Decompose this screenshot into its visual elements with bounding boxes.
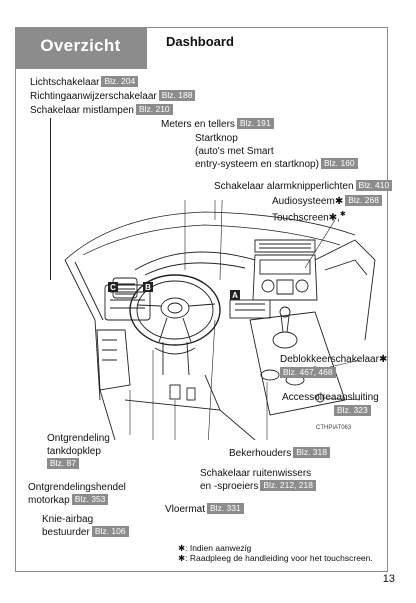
fuel-page-row: Blz. 87 — [47, 458, 79, 471]
start-button-page: Blz. 160 — [320, 158, 358, 169]
deblock-text: Deblokkeerschakelaar — [280, 354, 379, 365]
hood-page: Blz. 353 — [71, 494, 109, 505]
start-button-line2: (auto's met Smart — [195, 146, 274, 157]
meters-text: Meters en tellers — [161, 119, 235, 130]
fog-switch-page: Blz. 210 — [135, 104, 173, 115]
section-title: Overzicht — [40, 36, 121, 55]
meters-page: Blz. 191 — [236, 118, 274, 129]
wiper-page: Blz. 212, 218 — [260, 480, 316, 491]
hood-text: motorkap — [28, 495, 70, 506]
accessory-page-row: Blz. 323 — [334, 405, 371, 418]
start-button-text: entry-systeem en startknop) — [195, 159, 319, 170]
knee-airbag-line1: Knie-airbag — [42, 514, 94, 525]
page-frame — [15, 27, 388, 572]
footnote-1: ✱: Indien aanwezig — [178, 543, 251, 553]
turn-signal-text: Richtingaanwijzerschakelaar — [30, 91, 157, 102]
fuel-line2: tankdopklep — [47, 446, 101, 457]
wiper-text: en -sproeiers — [200, 481, 259, 492]
asterisk-icon: ✱ — [378, 354, 388, 365]
section-tab: Overzicht — [15, 27, 146, 69]
page-title: Dashboard — [166, 34, 234, 49]
touchscreen-label: Touchscreen✱,✱ — [272, 211, 346, 224]
footnote-1-text: : Indien aanwezig — [185, 543, 252, 553]
accessory-page: Blz. 323 — [334, 405, 371, 416]
callout-c: C — [110, 283, 116, 292]
asterisk-icon: ✱ — [334, 196, 344, 207]
floor-mat-text: Vloermat — [165, 504, 206, 515]
knee-airbag-text: bestuurder — [42, 527, 90, 538]
hazard-text: Schakelaar alarmknipperlichten — [214, 181, 354, 192]
fuel-line1: Ontgrendeling — [47, 433, 110, 444]
wiper-line1: Schakelaar ruitenwissers — [200, 468, 312, 479]
deblock-page: Blz. 467, 468 — [280, 367, 336, 378]
turn-signal-page: Blz. 188 — [158, 90, 196, 101]
audio-text: Audiosysteem — [272, 196, 335, 207]
asterisk-icon: ✱ — [328, 212, 338, 224]
audio-page: Blz. 268 — [345, 195, 382, 206]
cupholders-text: Bekerhouders — [229, 448, 292, 459]
start-button-line1: Startknop — [195, 133, 238, 144]
knee-airbag-page: Blz. 106 — [91, 526, 129, 537]
deblock-label: Deblokkeerschakelaar✱ — [280, 353, 387, 366]
start-button-line3: entry-systeem en startknop)Blz. 160 — [195, 158, 358, 171]
light-switch-page: Blz. 204 — [101, 76, 139, 87]
footnote-2: ✱: Raadpleeg de handleiding voor het tou… — [178, 553, 373, 563]
footnote-2-text: : Raadpleeg de handleiding voor het touc… — [185, 553, 373, 563]
floor-mat-page: Blz. 331 — [207, 503, 244, 514]
audio-label: Audiosysteem✱Blz. 268 — [272, 195, 382, 208]
hazard-page: Blz. 410 — [355, 180, 393, 191]
header-divider — [146, 27, 147, 69]
deblock-page-row: Blz. 467, 468 — [280, 367, 336, 380]
double-asterisk-icon: ✱ — [339, 211, 346, 218]
hood-line1: Ontgrendelingshendel — [28, 482, 126, 493]
illustration-code: CTHPIAT063 — [316, 425, 352, 431]
callout-b: B — [145, 283, 151, 292]
fog-switch-text: Schakelaar mistlampen — [30, 105, 134, 116]
accessory-label: Accessoireaansluiting — [282, 392, 379, 403]
fuel-page: Blz. 87 — [47, 458, 79, 469]
callout-a: A — [232, 291, 238, 300]
light-switch-text: Lichtschakelaar — [30, 77, 100, 88]
touchscreen-text: Touchscreen — [272, 212, 329, 224]
dashboard-illustration: C B A — [64, 200, 376, 440]
asterisk-icon: ✱ — [178, 543, 186, 553]
page-number: 13 — [382, 573, 395, 585]
double-asterisk-icon: ✱ — [178, 553, 186, 563]
leader-line — [50, 118, 51, 280]
cupholders-page: Blz. 318 — [293, 447, 330, 458]
